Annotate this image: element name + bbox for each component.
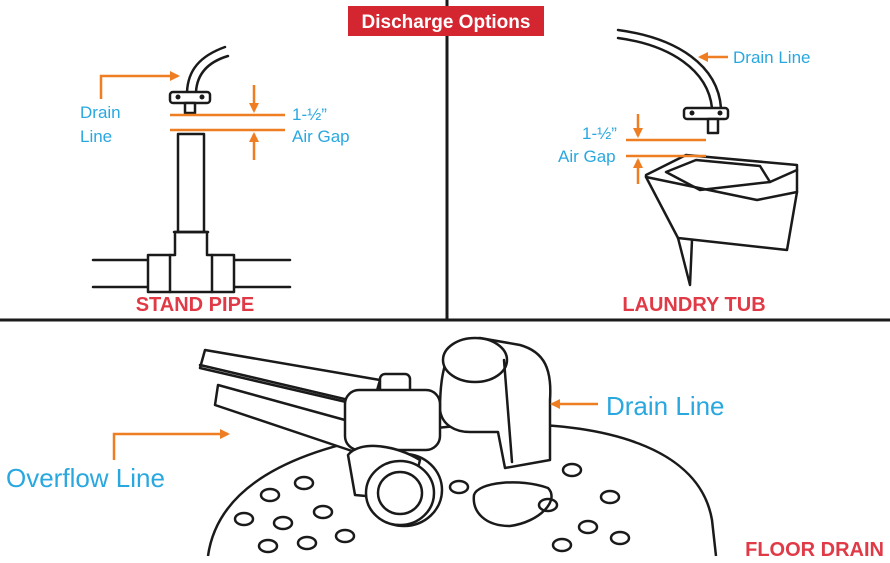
panel-dividers (0, 0, 890, 322)
title-badge: Discharge Options (348, 6, 544, 36)
laundry-tub-gap-value: 1-½” (582, 124, 617, 143)
floor-drain-annotations (112, 399, 598, 460)
stand-pipe-title: STAND PIPE (136, 294, 255, 316)
stand-pipe-panel: Drain Line 1-½” Air Gap STAND PIPE (80, 45, 350, 316)
floor-drain-drawing (198, 336, 718, 557)
laundry-tub-gap-label: Air Gap (558, 147, 616, 166)
overflow-line-pointer (112, 429, 230, 460)
stand-pipe-drain-line-label-2: Line (80, 127, 112, 146)
stand-pipe-gap-label: Air Gap (292, 127, 350, 146)
stand-pipe-drain-line-label-1: Drain (80, 103, 121, 122)
laundry-tub-drawing (616, 28, 799, 287)
floor-drain-drain-line-label: Drain Line (606, 391, 725, 421)
laundry-tub-title: LAUNDRY TUB (622, 294, 765, 316)
floor-drain-overflow-line-label: Overflow Line (6, 463, 165, 493)
floor-drain-title: FLOOR DRAIN (745, 539, 884, 561)
title-text: Discharge Options (362, 12, 531, 33)
stand-pipe-gap-value: 1-½” (292, 105, 327, 124)
title-background (348, 6, 544, 36)
laundry-tub-panel: Drain Line 1-½” Air Gap LAUNDRY TUB (558, 28, 811, 316)
laundry-tub-annotations (626, 52, 728, 184)
stand-pipe-annotations (99, 71, 285, 160)
floor-drain-panel: Drain Line Overflow Line FLOOR DRAIN (6, 336, 884, 561)
laundry-tub-drain-line-label: Drain Line (733, 48, 811, 67)
drain-line-pointer (99, 71, 180, 99)
stand-pipe-drawing (91, 45, 292, 294)
